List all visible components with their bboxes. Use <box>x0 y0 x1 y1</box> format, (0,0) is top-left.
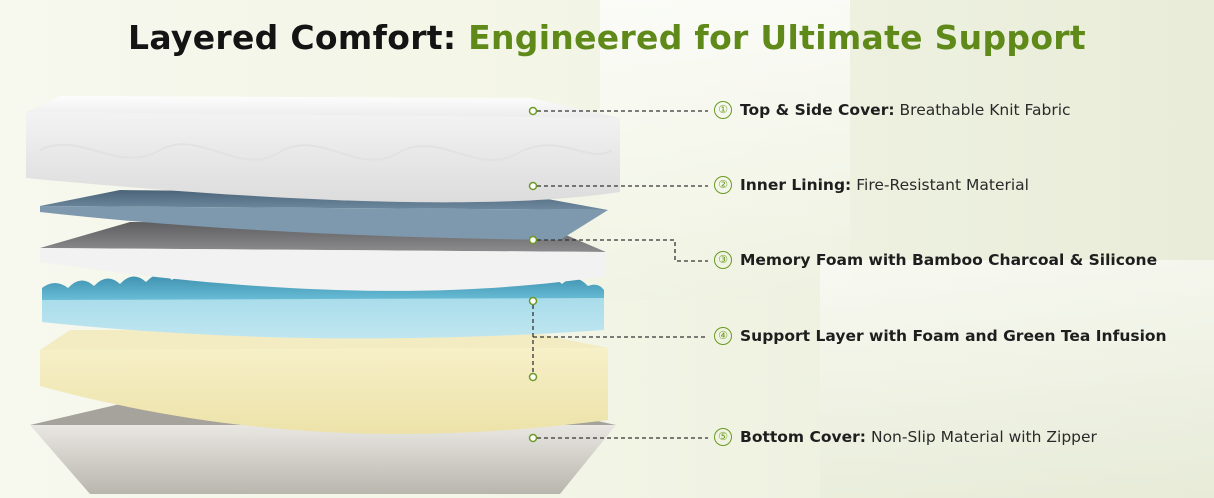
callout-description: Non-Slip Material with Zipper <box>870 428 1097 446</box>
callout-name: Bottom Cover: <box>740 428 866 446</box>
page-title: Layered Comfort: Engineered for Ultimate… <box>0 18 1214 57</box>
background-bed <box>820 260 1214 498</box>
callout-top-side-cover: ① Top & Side Cover: Breathable Knit Fabr… <box>714 101 1071 119</box>
leader-line-4 <box>528 296 708 382</box>
callout-bottom-cover: ⑤ Bottom Cover: Non-Slip Material with Z… <box>714 428 1097 446</box>
callout-number: ③ <box>714 251 732 269</box>
callout-name: Inner Lining: <box>740 176 852 194</box>
callout-name: Support Layer with Foam and Green Tea In… <box>740 327 1167 345</box>
callout-number: ① <box>714 101 732 119</box>
callout-name: Memory Foam with Bamboo Charcoal & Silic… <box>740 251 1158 269</box>
callout-number: ⑤ <box>714 428 732 446</box>
callout-memory-foam: ③ Memory Foam with Bamboo Charcoal & Sil… <box>714 251 1162 269</box>
callout-number: ② <box>714 176 732 194</box>
leader-line-3 <box>528 235 708 262</box>
callout-description: Fire-Resistant Material <box>856 176 1029 194</box>
leader-line-2 <box>528 181 708 191</box>
title-part-2: Engineered for Ultimate Support <box>468 18 1086 57</box>
callout-support-layer: ④ Support Layer with Foam and Green Tea … <box>714 327 1172 345</box>
callout-description: Breathable Knit Fabric <box>899 101 1071 119</box>
callout-inner-lining: ② Inner Lining: Fire-Resistant Material <box>714 176 1029 194</box>
callout-number: ④ <box>714 327 732 345</box>
callout-name: Top & Side Cover: <box>740 101 895 119</box>
leader-line-1 <box>528 106 708 116</box>
background-window <box>600 0 850 300</box>
leader-line-5 <box>528 433 708 443</box>
title-part-1: Layered Comfort: <box>128 18 457 57</box>
top-cover-layer <box>26 96 620 203</box>
